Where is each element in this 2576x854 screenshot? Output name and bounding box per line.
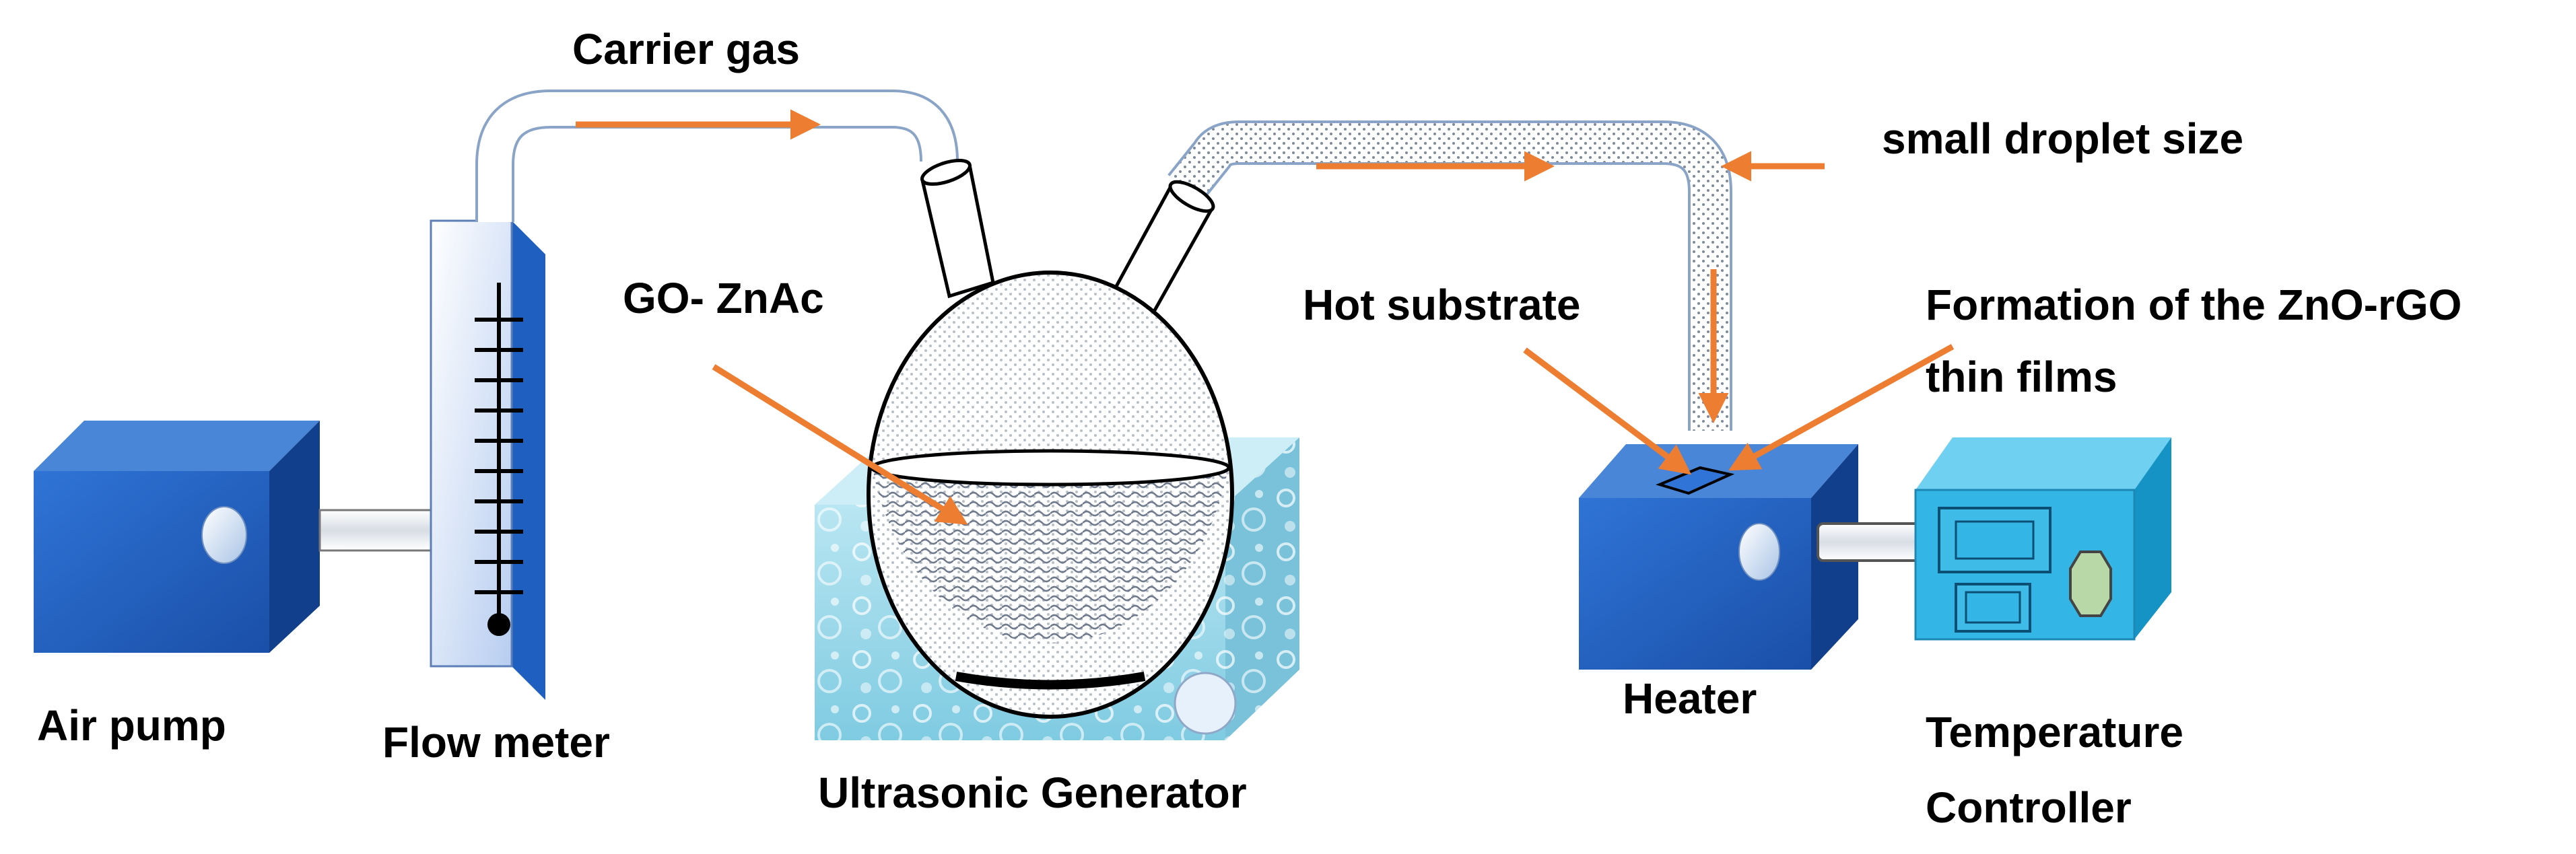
aerosol-tube <box>1167 120 1732 431</box>
air-pump-box-icon <box>34 421 320 653</box>
hot-substrate-arrow <box>1523 347 1692 475</box>
label-go-znac: GO- ZnAc <box>623 274 824 322</box>
label-air-pump: Air pump <box>37 701 226 750</box>
label-formation-line-2: thin films <box>1926 353 2117 401</box>
formation-arrow <box>1728 344 1955 471</box>
carrier-gas-tube <box>475 90 959 222</box>
label-ultrasonic-generator: Ultrasonic Generator <box>818 769 1247 817</box>
label-carrier-gas: Carrier gas <box>572 25 800 73</box>
pump-connector-pipe <box>318 509 436 552</box>
flow-meter-icon <box>430 219 545 700</box>
flow-arrows <box>576 109 1955 525</box>
label-temperature-line-1: Temperature <box>1926 708 2183 756</box>
round-bottom-flask-icon <box>867 158 1234 719</box>
heater-box-icon <box>1579 444 1858 670</box>
label-hot-substrate: Hot substrate <box>1303 281 1581 329</box>
go-znac-arrow <box>712 364 968 525</box>
heater-connector-pipe <box>1817 522 1924 562</box>
label-temperature-line-2: Controller <box>1926 783 2132 832</box>
label-flow-meter: Flow meter <box>382 718 610 767</box>
label-small-droplet-size: small droplet size <box>1882 114 2243 163</box>
label-formation-line-1: Formation of the ZnO-rGO <box>1926 281 2462 329</box>
label-heater: Heater <box>1623 674 1757 723</box>
temperature-controller-icon <box>1914 437 2171 641</box>
